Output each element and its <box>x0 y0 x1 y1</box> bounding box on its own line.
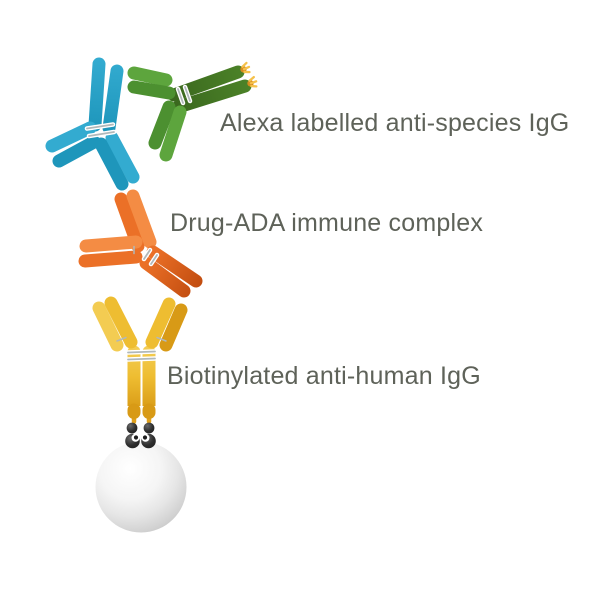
detection-hinge-links <box>175 84 193 106</box>
detection-antibody-label: Alexa labelled anti-species IgG <box>220 109 570 137</box>
biotin-streptavidin-link <box>125 411 156 449</box>
detection-fab-left <box>127 66 176 100</box>
capture-fc-tips <box>127 403 156 419</box>
streptavidin-pacman <box>125 433 140 449</box>
capture-antibody-label: Biotinylated anti-human IgG <box>167 362 481 390</box>
ada-hinge-links <box>84 122 117 139</box>
ada-antibody <box>45 57 140 191</box>
ada-fab-lower-right <box>94 131 140 191</box>
biotin-ball <box>143 422 155 434</box>
capture-antibody <box>92 296 188 419</box>
ada-fc-stem <box>88 57 124 135</box>
bead-sphere <box>95 441 187 533</box>
capture-fab-left <box>92 296 138 352</box>
capture-hinge-links <box>116 336 167 362</box>
detection-antibody <box>127 61 259 162</box>
drug-hinge-links <box>133 245 160 267</box>
streptavidin-bead <box>95 441 187 533</box>
detection-fab-lower <box>148 100 187 162</box>
drug-antibody <box>78 189 203 298</box>
biotin-ball <box>126 422 138 434</box>
immune-complex-label: Drug-ADA immune complex <box>170 209 484 237</box>
ada-fab-lower-left <box>45 121 101 168</box>
capture-fab-right <box>145 297 188 352</box>
streptavidin-pacman <box>141 433 156 449</box>
drug-fc-stem <box>139 245 203 298</box>
drug-fab-left <box>78 235 143 268</box>
